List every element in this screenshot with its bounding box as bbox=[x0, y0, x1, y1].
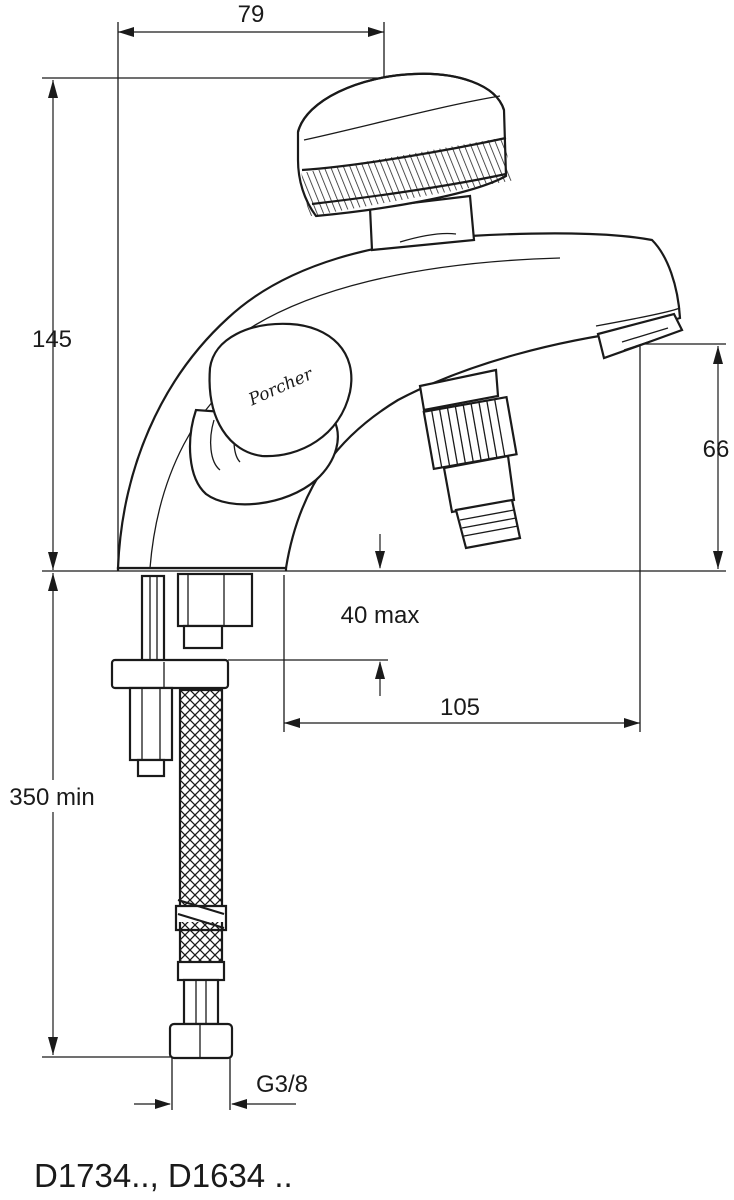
dimension-g38-label: G3/8 bbox=[256, 1071, 308, 1098]
dimension-145-label: 145 bbox=[32, 326, 72, 353]
dimension-g38: G3/8 bbox=[134, 1071, 308, 1109]
dimension-145: 145 bbox=[32, 80, 72, 570]
under-deck-fittings bbox=[110, 572, 254, 778]
dimension-66-label: 66 bbox=[703, 436, 730, 463]
dimension-79: 79 bbox=[118, 1, 384, 37]
dimension-66: 66 bbox=[703, 346, 730, 569]
dimension-105: 105 bbox=[284, 694, 640, 728]
model-label: D1734.., D1634 .. bbox=[34, 1157, 293, 1194]
extension-lines bbox=[42, 22, 726, 1110]
dimension-40-max-label: 40 max bbox=[341, 602, 420, 629]
flexible-hose bbox=[168, 688, 234, 1060]
dimension-350-min: 350 min bbox=[9, 573, 95, 1055]
faucet-body bbox=[116, 232, 684, 571]
dimension-79-label: 79 bbox=[238, 1, 265, 28]
dimension-40-max: 40 max bbox=[341, 534, 420, 696]
top-knob bbox=[296, 72, 512, 252]
dimension-350-min-label: 350 min bbox=[9, 784, 94, 811]
lever-handle: Porcher bbox=[188, 322, 353, 506]
outlet-connector bbox=[418, 368, 522, 550]
dimension-105-label: 105 bbox=[440, 694, 480, 721]
